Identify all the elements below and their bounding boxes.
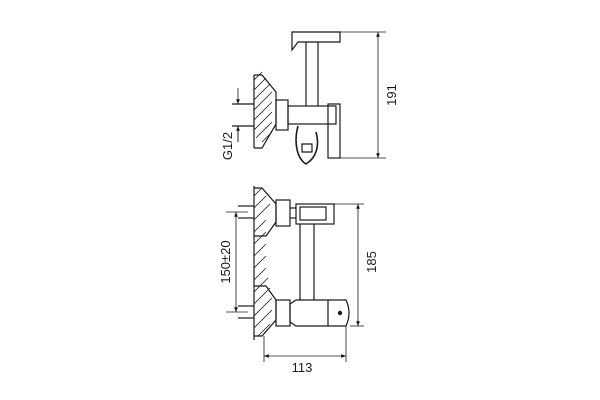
wall-hatch-top — [253, 71, 273, 143]
dim-label-150: 150±20 — [218, 240, 233, 283]
hand-spray — [301, 143, 313, 153]
front-view: 150±20 185 113 — [218, 186, 379, 375]
valve-body-front — [289, 299, 329, 327]
valve-body — [287, 105, 337, 125]
lever-handle — [327, 103, 341, 159]
handle-indicator — [337, 310, 343, 316]
shower-holder — [291, 31, 341, 52]
wall-hatch-bottom — [253, 187, 273, 337]
side-view: 191 G1/2 — [220, 31, 399, 165]
hose-loop — [295, 125, 319, 165]
dim-label-thread: G1/2 — [220, 132, 235, 160]
lower-nut — [275, 299, 291, 327]
holder-block — [295, 203, 335, 225]
dim-label-185: 185 — [364, 251, 379, 273]
dim-label-191: 191 — [384, 84, 399, 106]
holder-slot — [299, 206, 327, 221]
handle-front — [328, 299, 350, 327]
upper-nut — [275, 199, 291, 227]
dim-label-113: 113 — [292, 360, 313, 375]
connection-nut — [275, 99, 289, 131]
